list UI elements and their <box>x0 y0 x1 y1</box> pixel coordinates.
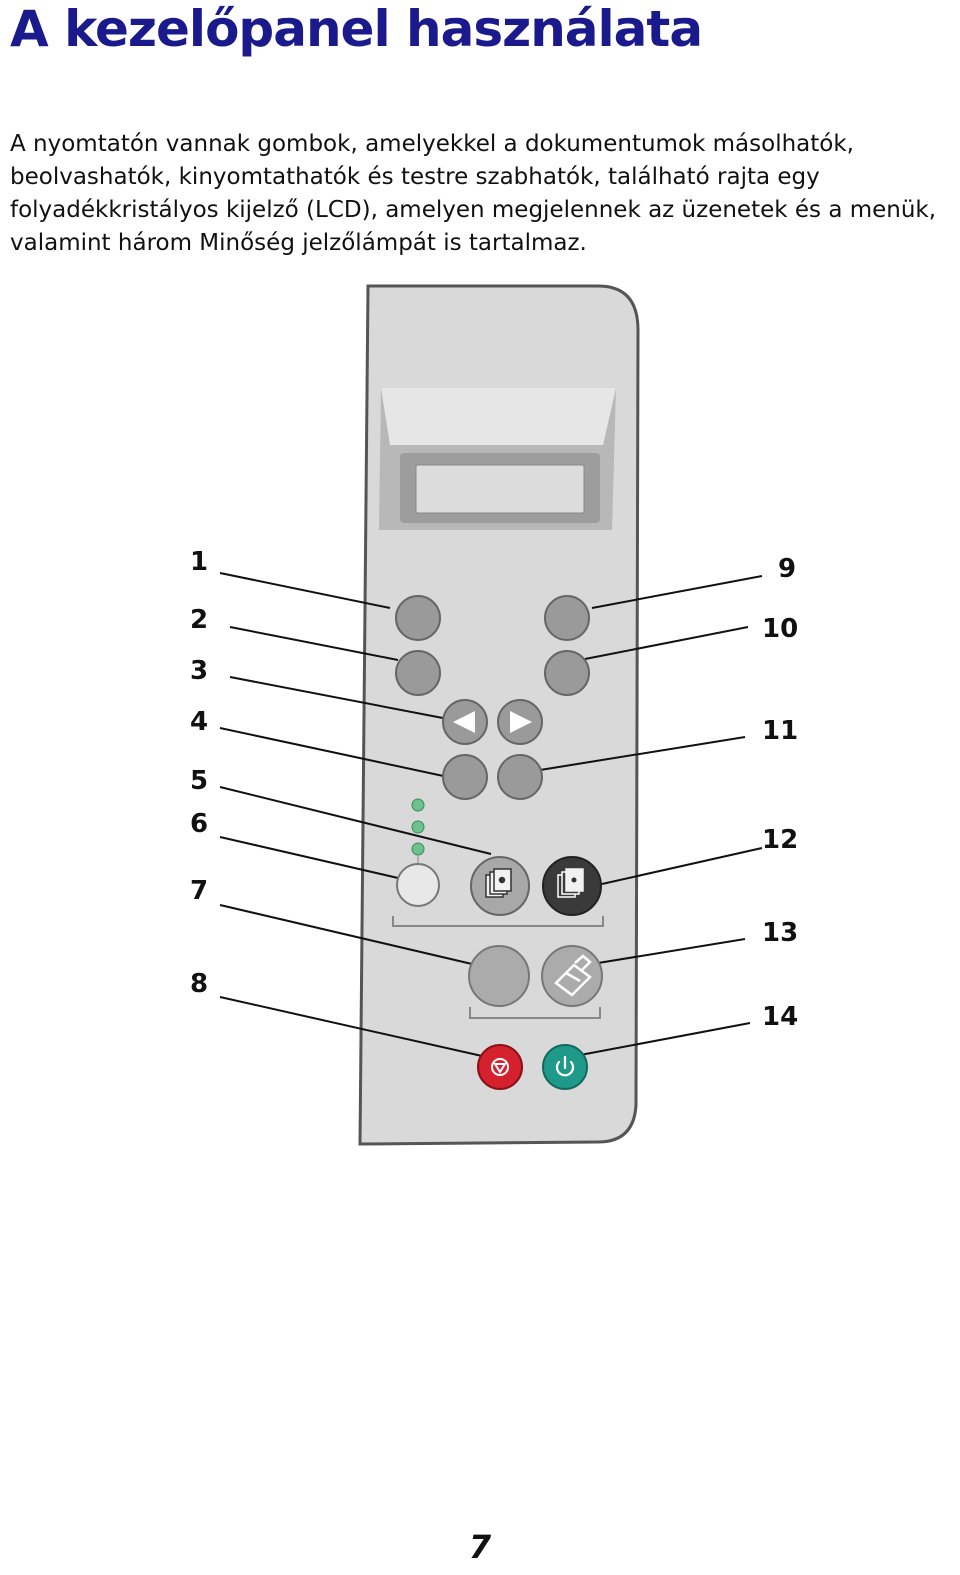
leader-line <box>584 626 749 660</box>
back-button[interactable] <box>442 754 488 800</box>
photo-card-button[interactable] <box>544 595 590 641</box>
callout-label: 12 <box>762 825 798 855</box>
leader-line <box>219 572 391 609</box>
page-title: A kezelőpanel használata <box>10 0 703 58</box>
leader-line <box>219 786 492 855</box>
left-arrow-icon <box>453 711 475 733</box>
quality-led <box>411 842 425 856</box>
button-group-bracket <box>469 1007 601 1019</box>
callout-label: 7 <box>190 876 208 906</box>
leader-line <box>591 938 746 965</box>
leader-line <box>219 836 399 879</box>
leader-line <box>229 626 399 661</box>
scan-button[interactable] <box>541 945 603 1007</box>
scan-icon <box>554 954 592 997</box>
copy-mode-button[interactable] <box>544 650 590 696</box>
callout-label: 2 <box>190 605 208 635</box>
leader-lines <box>219 572 763 1057</box>
intro-line: folyadékkristályos kijelző (LCD), amelye… <box>10 197 937 223</box>
leader-line <box>229 676 449 720</box>
button-group-bracket <box>392 916 604 927</box>
copy-black-button[interactable] <box>470 856 530 916</box>
callout-label: 4 <box>190 707 208 737</box>
page-number: 7 <box>468 1528 492 1566</box>
settings-button[interactable] <box>395 650 441 696</box>
left-arrow-button[interactable] <box>442 699 488 745</box>
lcd-display <box>415 464 585 514</box>
leader-line <box>601 847 763 885</box>
callout-label: 3 <box>190 656 208 686</box>
callout-label: 10 <box>762 614 798 644</box>
intro-paragraph: A nyomtatón vannak gombok, amelyekkel a … <box>10 128 960 260</box>
right-arrow-icon <box>510 711 532 733</box>
right-arrow-button[interactable] <box>497 699 543 745</box>
stop-icon <box>491 1058 509 1076</box>
callout-label: 6 <box>190 809 208 839</box>
leader-line <box>591 575 763 609</box>
power-icon <box>555 1055 575 1077</box>
intro-line: A nyomtatón vannak gombok, amelyekkel a … <box>10 131 854 157</box>
leader-line <box>219 904 473 965</box>
callout-label: 13 <box>762 918 798 948</box>
callout-label: 9 <box>778 554 796 584</box>
menu-button[interactable] <box>395 595 441 641</box>
select-button[interactable] <box>497 754 543 800</box>
cancel-scan-button[interactable] <box>468 945 530 1007</box>
quality-led <box>411 798 425 812</box>
callout-label: 14 <box>762 1002 798 1032</box>
callout-label: 8 <box>190 969 208 999</box>
power-button[interactable] <box>542 1044 588 1090</box>
leader-line <box>219 996 483 1057</box>
lcd-hood <box>381 388 616 445</box>
stop-button[interactable] <box>477 1044 523 1090</box>
control-panel-diagram: 1 2 3 4 5 6 7 8 9 10 11 12 13 14 <box>190 284 798 1146</box>
callout-label: 11 <box>762 716 798 746</box>
copy-document-icon <box>557 868 584 898</box>
intro-line: beolvashatók, kinyomtathatók és testre s… <box>10 164 820 190</box>
copy-color-button[interactable] <box>542 856 602 916</box>
copy-document-icon <box>485 868 512 898</box>
intro-line: valamint három Minőség jelzőlámpát is ta… <box>10 230 587 256</box>
callout-label: 5 <box>190 766 208 796</box>
leader-line <box>574 1022 751 1057</box>
quality-button[interactable] <box>396 863 440 907</box>
callout-label: 1 <box>190 547 208 577</box>
leader-line <box>539 736 746 771</box>
quality-led <box>411 820 425 834</box>
leader-line <box>219 727 449 778</box>
